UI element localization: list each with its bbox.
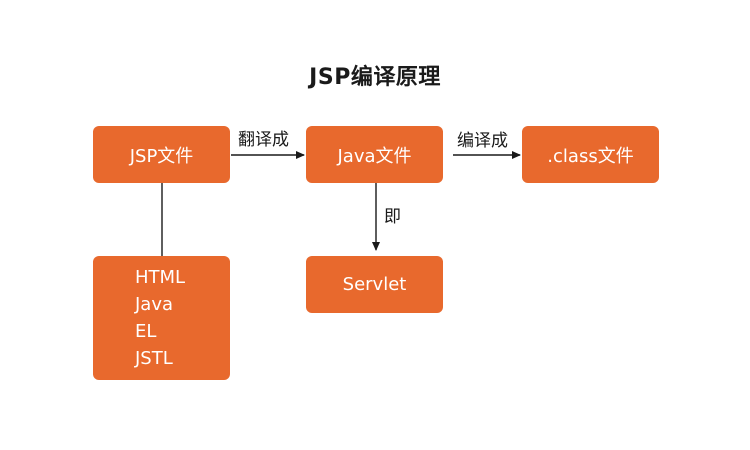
- jsp-content-item: Java: [135, 294, 174, 315]
- servlet-label: Servlet: [342, 274, 407, 295]
- compile-label: 编译成: [457, 131, 508, 151]
- servlet-node: Servlet: [306, 256, 443, 313]
- jsp-content-item: JSTL: [135, 348, 173, 369]
- jsp-content-item: HTML: [135, 267, 186, 288]
- jsp-content-item: EL: [135, 321, 157, 342]
- class-file-node: .class文件: [522, 126, 659, 183]
- java-file-node: Java文件: [306, 126, 443, 183]
- class-file-label: .class文件: [547, 145, 634, 167]
- translate-label: 翻译成: [238, 130, 289, 150]
- jsp-file-label: JSP文件: [129, 145, 194, 167]
- java-file-label: Java文件: [337, 145, 412, 167]
- diagram-title: JSP编译原理: [309, 65, 441, 90]
- is-label: 即: [384, 207, 401, 227]
- jsp-file-node: JSP文件: [93, 126, 230, 183]
- jsp-contents-node: HTML Java EL JSTL: [93, 256, 230, 380]
